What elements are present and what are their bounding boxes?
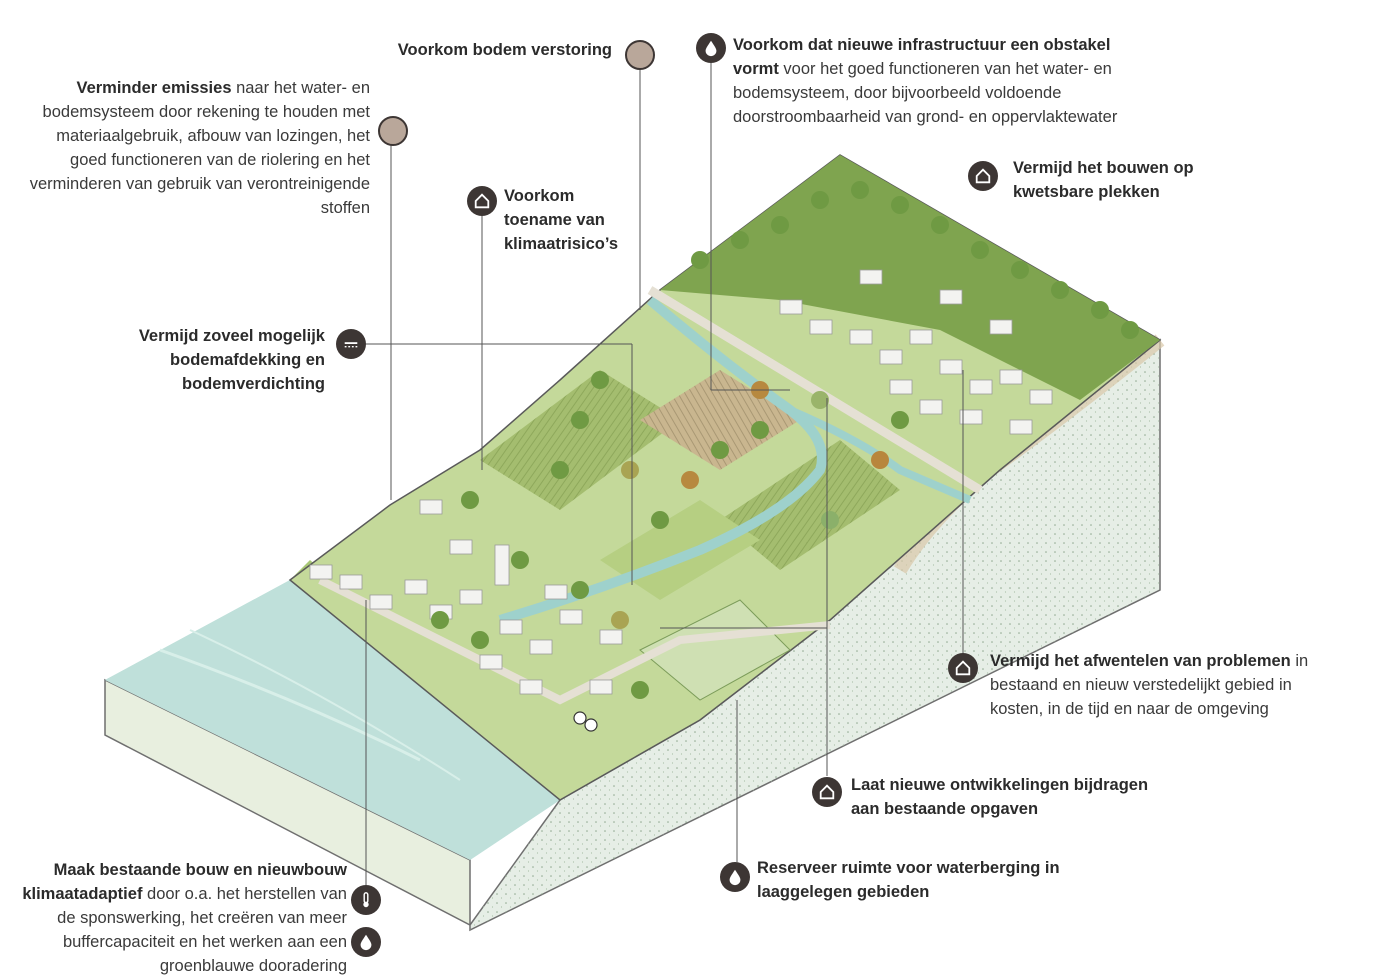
annotation-waterberging: Reserveer ruimte voor waterberging in la… (757, 859, 1060, 901)
trees (431, 181, 1139, 699)
house-icon (812, 777, 842, 807)
leader-lines (365, 62, 964, 885)
road (647, 286, 983, 494)
house-icon (968, 161, 998, 191)
house-icon (948, 653, 978, 683)
annotation-infrastructuur: Voorkom dat nieuwe infrastructuur een ob… (733, 36, 1118, 126)
annotation-emissies: Verminder emissies naar het water- en bo… (29, 79, 370, 217)
thermometer-icon (351, 885, 381, 915)
water-drop-icon (351, 927, 381, 957)
field-1 (480, 370, 680, 510)
canal (498, 296, 827, 625)
field-3 (720, 440, 900, 570)
water-drop-icon (696, 33, 726, 63)
water-drop-icon (720, 862, 750, 892)
annotation-afwentelen: Vermijd het afwentelen van problemen in … (990, 652, 1309, 718)
annotation-klimaatrisicos: Voorkom toename van klimaatrisico’s (504, 187, 619, 253)
soil-icon (625, 40, 655, 70)
annotation-kwetsbare-plekken: Vermijd het bouwen op kwetsbare plekken (1013, 159, 1194, 201)
house-icon (467, 186, 497, 216)
soil-icon (378, 116, 408, 146)
field-5 (639, 599, 791, 701)
annotation-bodem-verstoring: Voorkom bodem verstoring (397, 41, 612, 59)
crossing-symbols (573, 711, 598, 732)
annotation-bodemafdekking: Vermijd zoveel mogelijk bodemafdekking e… (138, 327, 325, 393)
annotation-klimaatadaptief: Maak bestaande bouw en nieuwbouw klimaat… (22, 861, 347, 975)
ground-cover-icon (336, 329, 366, 359)
houses-right (779, 269, 1053, 435)
annotation-bijdragen: Laat nieuwe ontwikkelingen bijdragen aan… (851, 776, 1149, 818)
forest-hill (660, 155, 1160, 400)
